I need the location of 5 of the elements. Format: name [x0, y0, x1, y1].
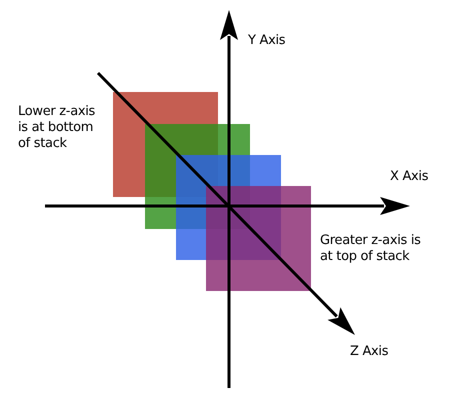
- axis-label: X Axis: [390, 169, 428, 185]
- axis-label: Y Axis: [248, 33, 286, 49]
- axis-label: Z Axis: [350, 344, 388, 360]
- note-text: Lower z-axis is at bottom of stack: [18, 104, 96, 152]
- note-text: Greater z-axis is at top of stack: [320, 233, 422, 265]
